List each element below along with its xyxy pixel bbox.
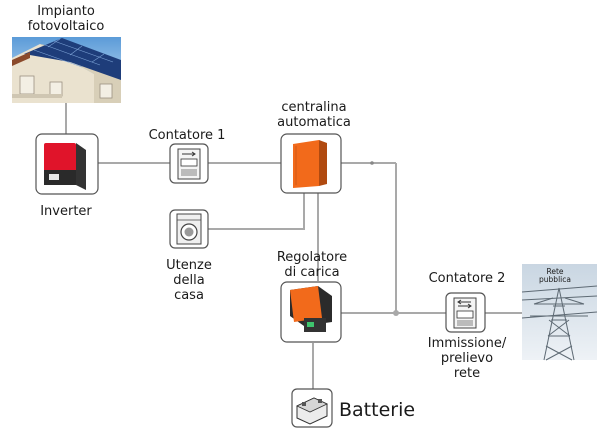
- pv-label-line: Impianto: [37, 4, 95, 19]
- electrical-cabinet-icon: [280, 133, 342, 194]
- meter2-label: Contatore 2: [428, 271, 506, 286]
- public-grid-label: Rete pubblica: [532, 268, 578, 284]
- junction-dot: [370, 161, 374, 165]
- wire-controller-home: [208, 193, 305, 230]
- batteries-label: Batterie: [339, 399, 416, 421]
- meter1-label: Contatore 1: [148, 128, 226, 143]
- controller-label-line: centralina: [281, 100, 347, 115]
- public-grid-label-line: pubblica: [539, 275, 571, 284]
- power-pylon-image: [521, 264, 598, 361]
- charge-label-line: Regolatore: [276, 250, 348, 265]
- home-label-line: della: [173, 273, 205, 288]
- home-label-line: casa: [174, 288, 204, 303]
- grid-label-line: rete: [453, 366, 481, 381]
- charge-label-line: di carica: [284, 265, 340, 280]
- inverter-icon: [35, 133, 99, 195]
- public-grid-label-line: Rete: [546, 267, 564, 276]
- solar-house-image: [12, 37, 121, 103]
- electric-meter-icon: [445, 292, 486, 333]
- grid-label-line: Immissione/: [427, 336, 507, 351]
- inverter-label: Inverter: [40, 204, 92, 219]
- pv-label: Impianto fotovoltaico: [10, 4, 122, 34]
- grid-label-line: prelievo: [440, 351, 494, 366]
- controller-label: centralina automatica: [266, 100, 362, 130]
- controller-label-line: automatica: [277, 115, 351, 130]
- battery-pack-icon: [291, 388, 333, 428]
- home-appliances-label: Utenze della casa: [155, 258, 223, 303]
- home-label-line: Utenze: [166, 258, 212, 273]
- wires: [65, 103, 522, 389]
- charge-controller-label: Regolatore di carica: [262, 250, 362, 280]
- washing-machine-icon: [169, 209, 209, 249]
- pv-label-line: fotovoltaico: [27, 19, 105, 34]
- electric-meter-icon: [169, 143, 209, 184]
- junction-dot: [393, 310, 399, 316]
- charge-controller-icon: [280, 281, 342, 343]
- grid-exchange-label: Immissione/ prelievo rete: [416, 336, 518, 381]
